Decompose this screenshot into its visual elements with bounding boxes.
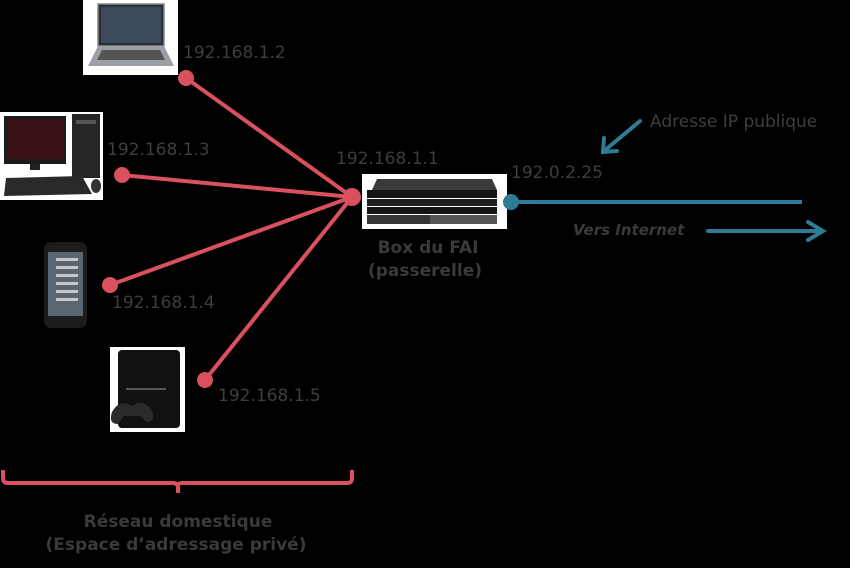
- gateway-private-dot: [343, 188, 361, 206]
- private-links: [108, 76, 354, 382]
- network-label-line2: (Espace d’adressage privé): [46, 535, 307, 555]
- link-laptop: [184, 76, 354, 199]
- phone-port-dot: [102, 277, 118, 293]
- desktop-ip: 192.168.1.3: [107, 140, 210, 160]
- network-label-line1: Réseau domestique: [84, 512, 273, 532]
- network-brace: [1, 470, 354, 493]
- internet-label: Vers Internet: [573, 221, 685, 239]
- desktop-port-dot: [114, 167, 130, 183]
- public-ip-pointer-icon: [600, 119, 642, 155]
- smartphone-icon: [44, 242, 87, 328]
- laptop-ip: 192.168.1.2: [183, 43, 286, 63]
- gateway-private-ip: 192.168.1.1: [336, 149, 439, 169]
- gateway-label-line2: (passerelle): [368, 261, 482, 281]
- gateway-public-dot: [503, 194, 519, 210]
- link-phone: [108, 195, 354, 287]
- link-desktop: [120, 173, 354, 199]
- game-console-icon: [110, 347, 185, 432]
- internet-arrow-icon: [706, 220, 827, 242]
- public-ip-label: Adresse IP publique: [650, 112, 817, 132]
- laptop-port-dot: [178, 70, 194, 86]
- laptop-icon: [83, 0, 178, 75]
- gateway-label-line1: Box du FAI: [378, 238, 479, 258]
- gateway-public-ip: 192.0.2.25: [511, 163, 603, 183]
- link-console: [203, 195, 354, 382]
- phone-ip: 192.168.1.4: [112, 293, 215, 313]
- desktop-computer-icon: [0, 112, 103, 200]
- console-port-dot: [197, 372, 213, 388]
- gateway-box-icon: [362, 174, 507, 229]
- console-ip: 192.168.1.5: [218, 386, 321, 406]
